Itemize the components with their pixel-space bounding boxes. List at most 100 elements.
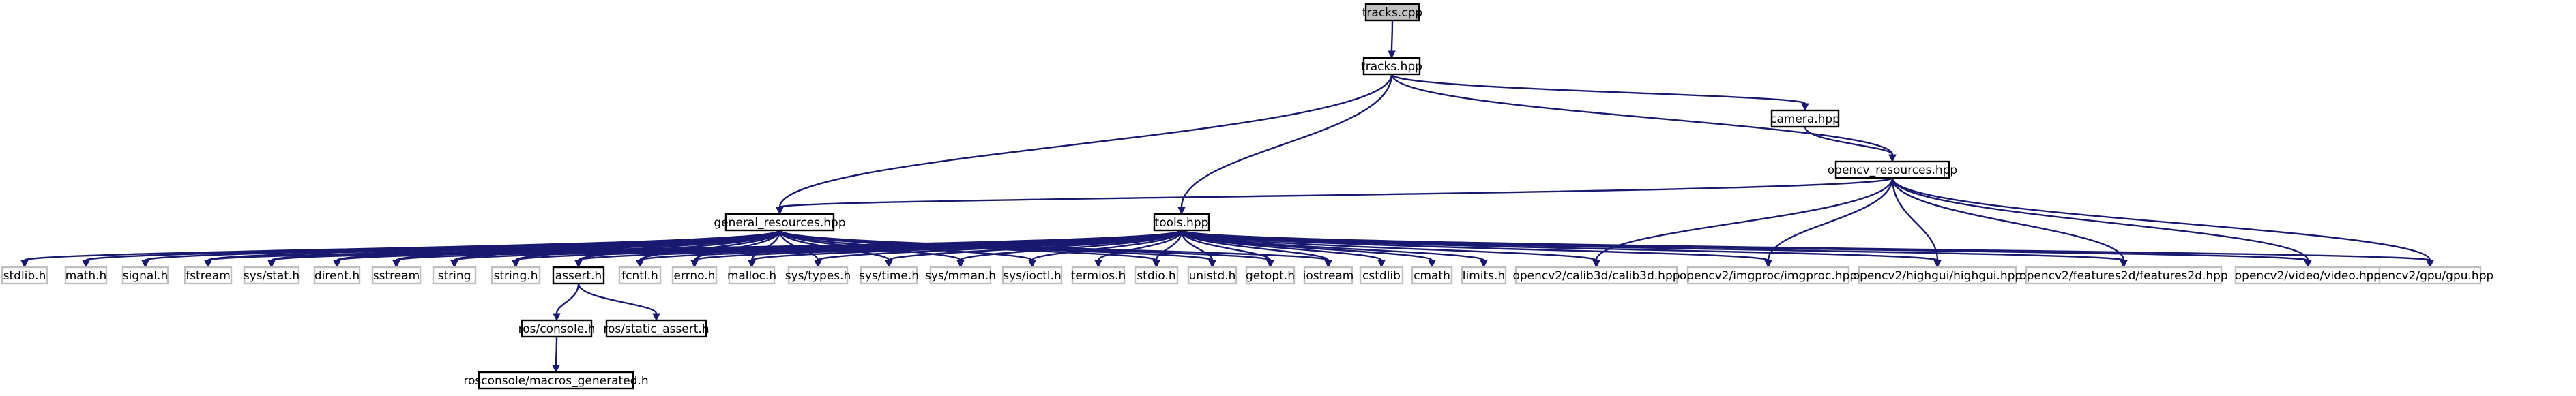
- edge-line: [1804, 126, 1894, 155]
- node-label: opencv2/features2d/features2d.hpp: [2019, 269, 2228, 283]
- edge-arrowhead: [2304, 260, 2312, 269]
- node-box: [371, 266, 422, 285]
- edge-line: [1180, 230, 1330, 262]
- edge-arrowhead: [1152, 260, 1160, 269]
- edge-line: [1180, 229, 2431, 262]
- node-ros-console-h[interactable]: ros/console.h: [518, 319, 596, 338]
- node-box: [618, 266, 662, 285]
- edge-line: [555, 336, 558, 366]
- node-string: string: [432, 266, 477, 285]
- edge-arrowhead: [652, 313, 660, 322]
- node-rosconsole-macros[interactable]: rosconsole/macros_generated.h: [463, 371, 649, 390]
- edge-line: [1180, 229, 1598, 262]
- edge-opencv_resources_hpp-to-calib3d: [1592, 177, 1894, 269]
- node-label: cstdlib: [1362, 269, 1401, 283]
- edge-tools_hpp-to-sys_ioctl_h: [1028, 230, 1183, 269]
- node-box: [860, 266, 918, 285]
- edge-assert_h-to-ros_console_h: [553, 283, 580, 322]
- edge-arrowhead: [82, 260, 90, 269]
- node-opencv-resources-hpp[interactable]: opencv_resources.hpp: [1828, 160, 1957, 179]
- node-cmath: cmath: [1411, 266, 1453, 285]
- node-label: malloc.h: [727, 269, 776, 283]
- node-string-h: string.h: [491, 266, 541, 285]
- node-label: ros/console.h: [518, 322, 596, 336]
- node-imgproc: opencv2/imgproc/imgproc.hpp: [1680, 266, 1857, 285]
- edge-arrowhead: [748, 260, 756, 269]
- edge-tools_hpp-to-stdio_h: [1152, 230, 1183, 269]
- node-label: unistd.h: [1189, 269, 1236, 283]
- edge-arrowhead: [1764, 260, 1772, 269]
- node-assert-h[interactable]: assert.h: [552, 266, 605, 285]
- node-label: general_resources.hpp: [714, 216, 845, 230]
- node-sys-types-h: sys/types.h: [785, 266, 851, 285]
- edge-arrowhead: [1592, 260, 1600, 269]
- edge-arrowhead: [574, 260, 583, 269]
- node-iostream: iostream: [1303, 266, 1353, 285]
- node-label: assert.h: [555, 269, 602, 283]
- edge-tracks_hpp-to-tools_hpp: [1177, 74, 1393, 215]
- edge-arrowhead: [1428, 260, 1436, 269]
- edge-arrowhead: [2120, 260, 2128, 269]
- node-box: [313, 266, 361, 285]
- node-general-resources-hpp[interactable]: general_resources.hpp: [714, 213, 846, 232]
- node-sstream: sstream: [371, 266, 422, 285]
- node-stdlib-h: stdlib.h: [1, 266, 48, 285]
- node-label: dirent.h: [314, 269, 360, 283]
- node-box: [2378, 266, 2482, 285]
- node-label: tracks.hpp: [1361, 60, 1422, 74]
- node-box: [605, 319, 707, 338]
- edge-line: [1891, 177, 2309, 261]
- node-box: [1001, 266, 1063, 285]
- edge-line: [778, 177, 1894, 209]
- edge-line: [1180, 229, 1485, 262]
- node-tracks-hpp[interactable]: tracks.hpp: [1361, 57, 1422, 76]
- node-highgui: opencv2/highgui/highgui.hpp: [1853, 266, 2022, 285]
- node-math-h: math.h: [64, 266, 108, 285]
- node-box: [671, 266, 718, 285]
- edge-line: [888, 229, 1183, 262]
- nodes-layer: tracks.cpp tracks.hpp camera.hpp opencv_res…: [1, 3, 2493, 390]
- edge-line: [1155, 230, 1183, 261]
- node-label: fstream: [186, 269, 231, 283]
- node-box: [491, 266, 541, 285]
- edge-line: [1891, 177, 2431, 261]
- node-box: [121, 266, 169, 285]
- edge-arrowhead: [1177, 207, 1186, 215]
- node-errno-h: errno.h: [671, 266, 718, 285]
- node-camera-hpp[interactable]: camera.hpp: [1770, 109, 1840, 128]
- node-tools-hpp[interactable]: tools.hpp: [1153, 213, 1210, 232]
- edge-arrowhead: [1933, 260, 1942, 269]
- node-box: [1858, 266, 2017, 285]
- node-box: [1686, 266, 1850, 285]
- node-box: [1245, 266, 1296, 285]
- edge-line: [1031, 230, 1183, 262]
- edge-tracks_hpp-to-camera_hpp: [1390, 73, 1809, 112]
- edge-line: [1180, 229, 2309, 262]
- node-sys-stat-h: sys/stat.h: [243, 266, 300, 285]
- node-label: tools.hpp: [1155, 216, 1209, 230]
- node-box: [1153, 213, 1210, 232]
- node-box: [724, 213, 835, 232]
- edge-arrowhead: [1888, 154, 1897, 163]
- node-label: string.h: [494, 269, 538, 283]
- node-stdio-h: stdio.h: [1134, 266, 1179, 285]
- edge-line: [959, 230, 1183, 262]
- edge-arrowhead: [1801, 103, 1809, 112]
- node-tracks-cpp[interactable]: tracks.cpp: [1362, 3, 1422, 22]
- node-label: fcntl.h: [621, 269, 658, 283]
- edge-camera_hpp-to-opencv_resources_hpp: [1804, 126, 1897, 163]
- edge-arrowhead: [1388, 50, 1396, 59]
- edge-tools_hpp-to-gpu: [1180, 229, 2434, 269]
- edge-arrowhead: [392, 260, 400, 269]
- node-label: sys/time.h: [859, 269, 919, 283]
- node-termios-h: termios.h: [1071, 266, 1126, 285]
- node-label: sys/mman.h: [925, 269, 996, 283]
- node-box: [1514, 266, 1678, 285]
- node-box: [432, 266, 477, 285]
- node-label: signal.h: [123, 269, 168, 283]
- node-ros-static-assert-h[interactable]: ros/static_assert.h: [603, 319, 709, 338]
- edge-line: [1097, 230, 1183, 261]
- node-box: [521, 319, 593, 338]
- node-box: [1, 266, 48, 285]
